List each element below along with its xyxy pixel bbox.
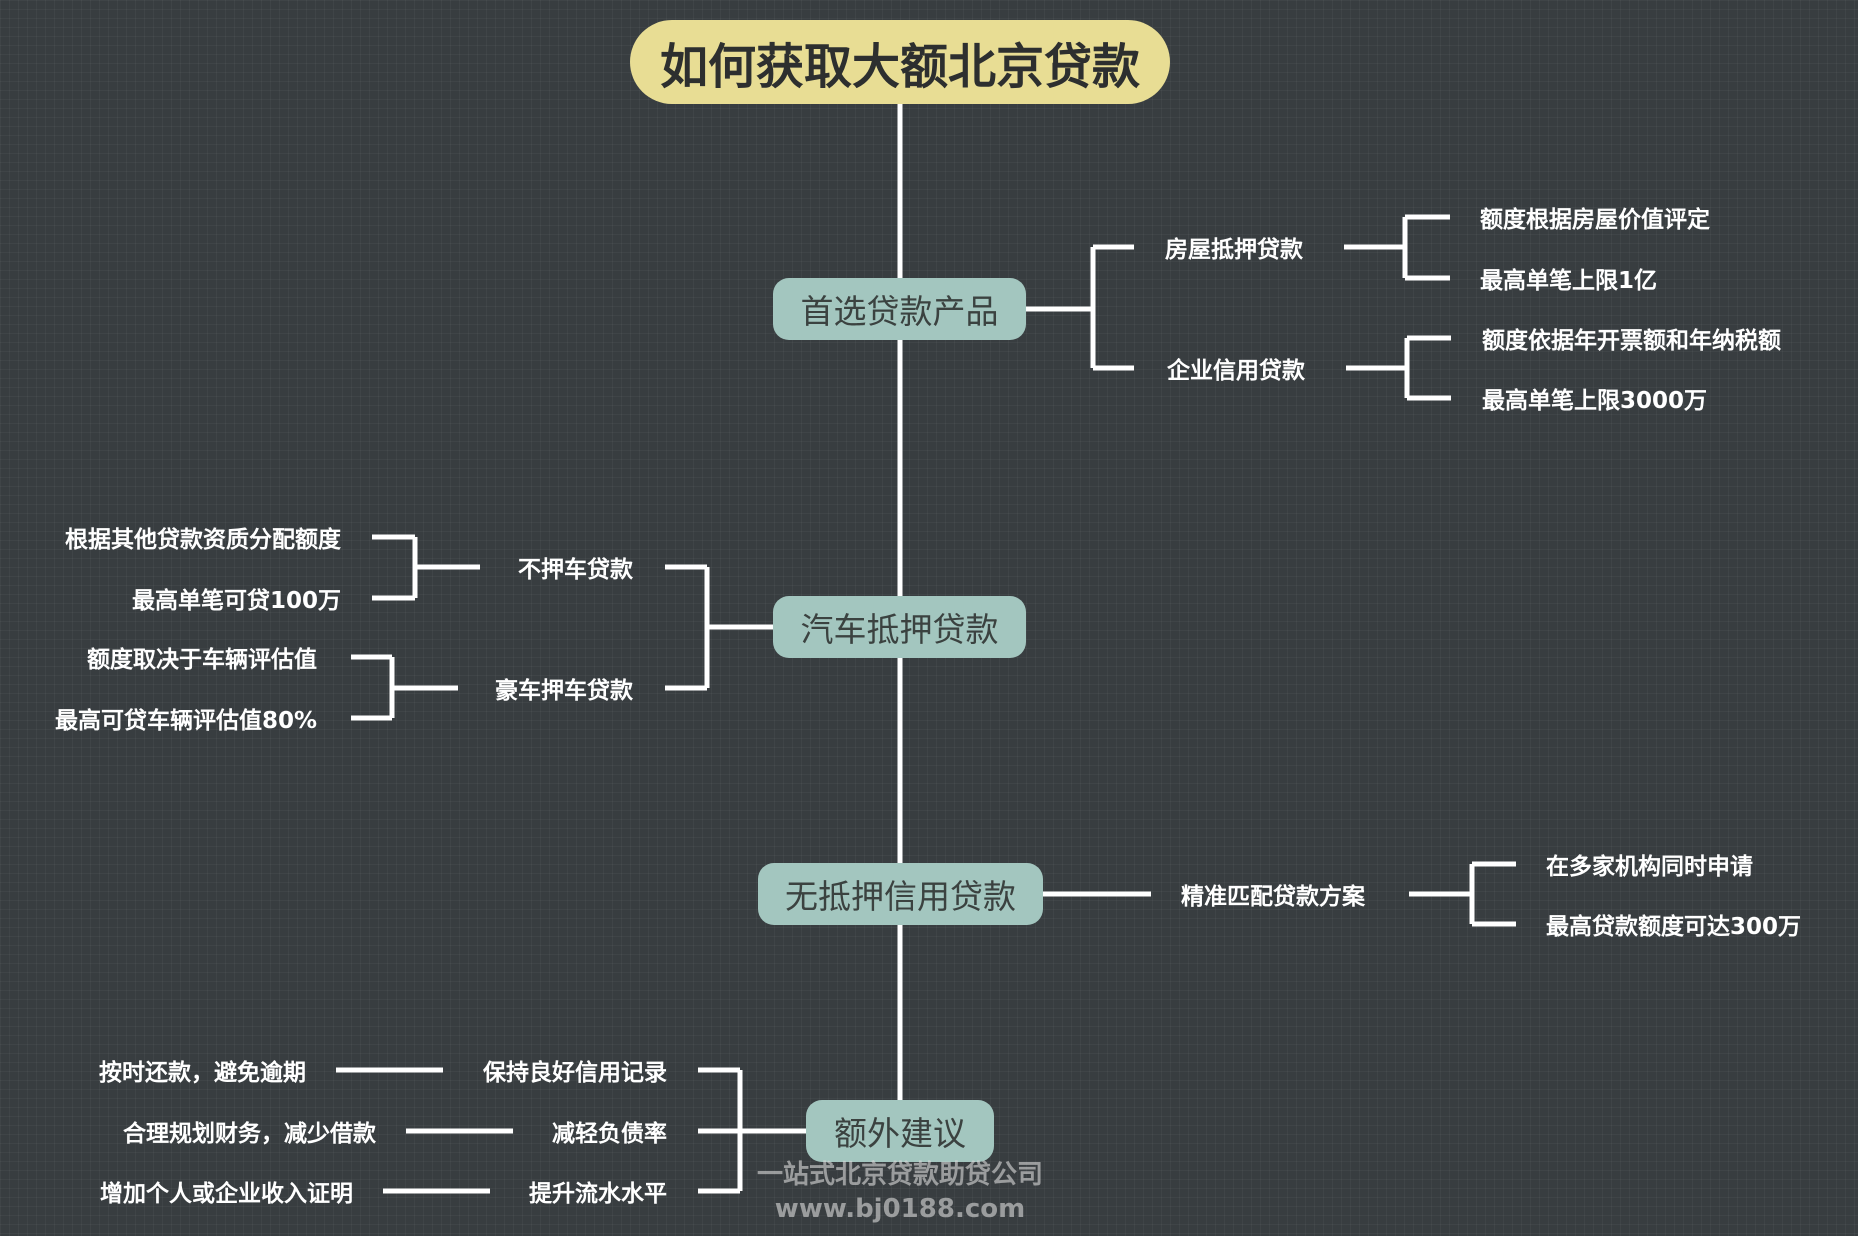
watermark-company: 一站式北京贷款助贷公司 [756, 1160, 1043, 1190]
leaf-repay-on-time: 按时还款，避免逾期 [99, 1060, 306, 1086]
leaf-vehicle-assessment: 额度取决于车辆评估值 [87, 647, 317, 673]
sub-enterprise-credit-loan: 企业信用贷款 [1167, 358, 1305, 384]
branch-unsecured-credit-loan: 无抵押信用贷款 [758, 863, 1043, 925]
sub-luxury-car-pledge-loan: 豪车押车贷款 [495, 678, 633, 704]
watermark: 一站式北京贷款助贷公司 www.bj0188.com [720, 1158, 1080, 1226]
leaf-house-value: 额度根据房屋价值评定 [1480, 207, 1710, 233]
root-title: 如何获取大额北京贷款 [630, 20, 1170, 104]
leaf-income-proof: 增加个人或企业收入证明 [100, 1181, 353, 1207]
leaf-no-pledge-limit: 最高单笔可贷100万 [131, 588, 341, 614]
leaf-plan-finances: 合理规划财务，减少借款 [123, 1121, 376, 1147]
leaf-vehicle-80-percent: 最高可贷车辆评估值80% [54, 708, 317, 734]
branch-extra-advice: 额外建议 [806, 1100, 994, 1162]
sub-no-car-pledge-loan: 不押车贷款 [518, 557, 633, 583]
branch-car-mortgage: 汽车抵押贷款 [773, 596, 1026, 658]
sub-reduce-debt-ratio: 减轻负债率 [552, 1121, 667, 1147]
leaf-house-limit: 最高单笔上限1亿 [1480, 268, 1658, 294]
sub-improve-cash-flow: 提升流水水平 [529, 1181, 667, 1207]
branch-preferred-products: 首选贷款产品 [773, 278, 1026, 340]
leaf-multiple-institutions: 在多家机构同时申请 [1546, 854, 1753, 880]
leaf-other-qualification: 根据其他贷款资质分配额度 [65, 527, 341, 553]
sub-precise-matching-plan: 精准匹配贷款方案 [1181, 884, 1365, 910]
sub-house-mortgage-loan: 房屋抵押贷款 [1165, 237, 1303, 263]
leaf-max-300-wan: 最高贷款额度可达300万 [1546, 914, 1802, 940]
sub-keep-good-credit: 保持良好信用记录 [483, 1060, 667, 1086]
leaf-enterprise-limit: 最高单笔上限3000万 [1482, 388, 1708, 414]
watermark-url: www.bj0188.com [774, 1194, 1026, 1224]
leaf-invoice-tax: 额度依据年开票额和年纳税额 [1482, 328, 1781, 354]
